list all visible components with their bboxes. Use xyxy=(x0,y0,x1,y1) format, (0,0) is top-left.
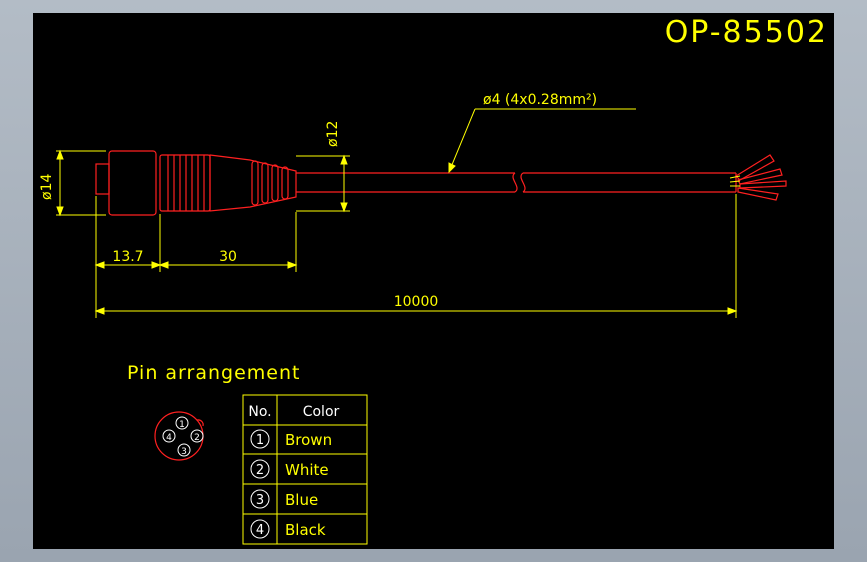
wire-end xyxy=(735,154,775,181)
cable-break-right xyxy=(520,172,526,193)
pin-1-label: 1 xyxy=(179,420,185,430)
pin-4-label: 4 xyxy=(166,433,172,443)
wire-end xyxy=(737,187,779,201)
dim-30: 30 xyxy=(219,249,237,265)
rib xyxy=(281,166,289,200)
wire-end xyxy=(737,168,783,185)
connector-body xyxy=(95,150,787,216)
row-4-number: 4 xyxy=(256,523,264,538)
dimension-lines xyxy=(56,108,738,318)
rib xyxy=(251,160,259,206)
rib xyxy=(271,164,279,202)
pin-3-label: 3 xyxy=(181,447,187,457)
wire-end xyxy=(739,180,787,189)
pin-face-diagram: 1 2 3 4 xyxy=(154,411,204,461)
row-3-number: 3 xyxy=(256,493,264,508)
row-4-number-circle xyxy=(250,519,270,539)
pin-face-key xyxy=(196,419,204,427)
dim-diameter-12: ø12 xyxy=(325,121,341,147)
connector-nose xyxy=(95,163,110,195)
strain-relief xyxy=(209,154,297,212)
pin-3-circle xyxy=(177,443,191,457)
pin-2-label: 2 xyxy=(194,433,200,443)
row-2-number: 2 xyxy=(256,463,264,478)
pin-2-circle xyxy=(190,429,204,443)
cable-spec-label: ø4 (4x0.28mm²) xyxy=(483,92,597,108)
pin-1-circle xyxy=(175,416,189,430)
row-4-color: Black xyxy=(285,521,326,539)
cable-break-left xyxy=(512,172,518,193)
dim-13-7: 13.7 xyxy=(112,249,143,265)
row-1-number: 1 xyxy=(256,433,264,448)
pin-arrangement-heading: Pin arrangement xyxy=(127,362,300,384)
table-header-color: Color xyxy=(303,404,340,420)
row-2-number-circle xyxy=(250,459,270,479)
pin-4-circle xyxy=(162,429,176,443)
coupling-nut xyxy=(108,150,157,216)
row-3-color: Blue xyxy=(285,491,318,509)
dim-10000: 10000 xyxy=(394,294,439,310)
cad-drawing-canvas xyxy=(33,13,834,549)
table-border xyxy=(242,394,368,545)
row-2-color: White xyxy=(285,461,329,479)
rib xyxy=(261,162,269,204)
row-1-number-circle xyxy=(250,429,270,449)
pin-color-table: No. Color 1 2 3 4 Brown White Blue Black xyxy=(242,394,368,545)
drawing-title: OP-85502 xyxy=(665,15,828,50)
row-3-number-circle xyxy=(250,489,270,509)
row-1-color: Brown xyxy=(285,431,332,449)
wire-cores xyxy=(729,175,741,187)
dim-diameter-14: ø14 xyxy=(39,174,55,200)
table-header-no: No. xyxy=(248,404,271,420)
